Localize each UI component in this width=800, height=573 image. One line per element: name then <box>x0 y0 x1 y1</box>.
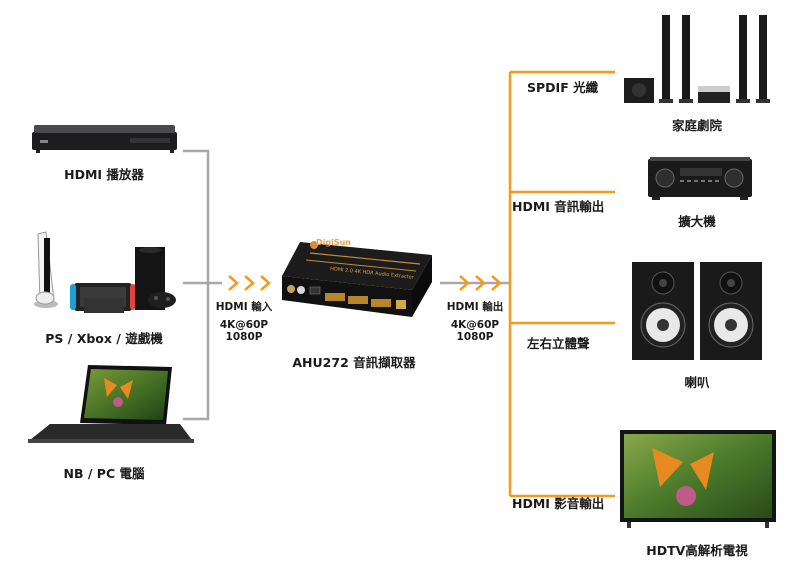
branch-hdmi-video: HDMI 影音輸出 <box>512 496 605 511</box>
source-label-player: HDMI 播放器 <box>64 167 144 182</box>
device-name: AHU272 音訊擷取器 <box>292 355 416 370</box>
input-label: HDMI 輸入 <box>215 301 273 313</box>
target-label-home-theater: 家庭劇院 <box>671 118 723 133</box>
output-res-1080: 1080P <box>456 331 494 343</box>
input-res-4k: 4K@60P <box>219 319 269 331</box>
output-arrows <box>459 275 502 291</box>
target-label-amplifier: 擴大機 <box>678 214 716 229</box>
output-res-4k: 4K@60P <box>450 319 500 331</box>
target-label-hdtv: HDTV高解析電視 <box>646 543 748 558</box>
input-arrows <box>228 275 271 291</box>
input-res-1080: 1080P <box>225 331 263 343</box>
target-label-speakers: 喇叭 <box>684 375 710 390</box>
input-info: HDMI 輸入 4K@60P 1080P <box>216 301 273 343</box>
device-brand: DigiSun <box>316 238 352 247</box>
branch-stereo: 左右立體聲 <box>527 336 590 351</box>
source-label-consoles: PS / Xbox / 遊戲機 <box>45 331 163 346</box>
source-label-pc: NB / PC 電腦 <box>63 466 145 481</box>
output-info: HDMI 輸出 4K@60P 1080P <box>447 301 504 343</box>
branch-spdif: SPDIF 光纖 <box>527 80 599 95</box>
output-label: HDMI 輸出 <box>446 301 504 313</box>
branch-hdmi-audio: HDMI 音訊輸出 <box>512 199 605 214</box>
